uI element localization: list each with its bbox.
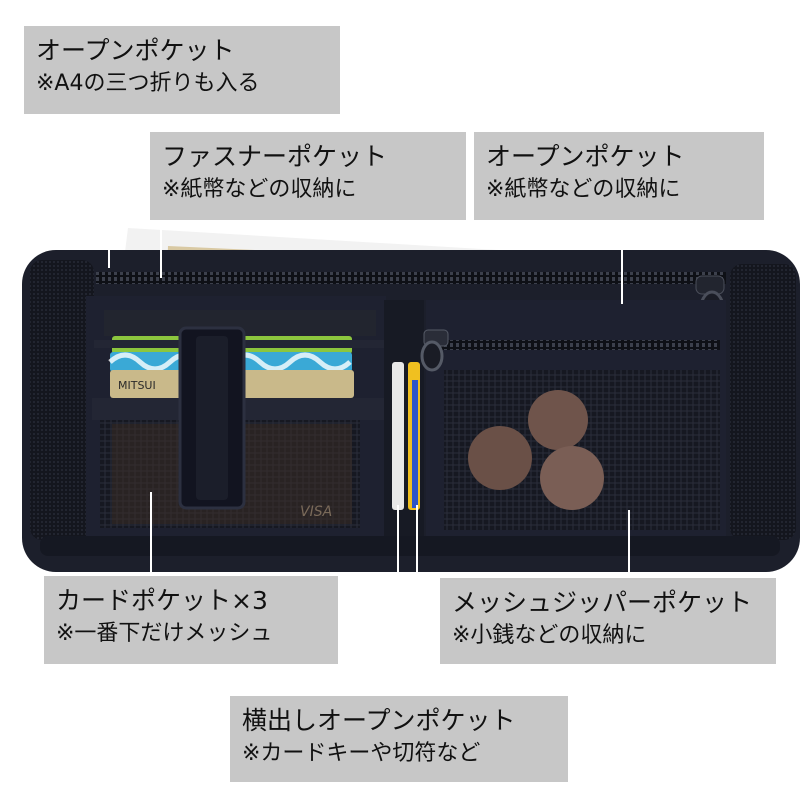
callout-note: ※A4の三つ折りも入る (36, 71, 260, 96)
callout-open-pocket-right: オープンポケット ※紙幣などの収納に (474, 132, 764, 220)
velcro-left (30, 260, 94, 540)
top-zipper (96, 272, 726, 284)
callout-zipper-pocket: ファスナーポケット ※紙幣などの収納に (150, 132, 466, 220)
callout-title: ファスナーポケット (162, 142, 388, 171)
callout-note: ※紙幣などの収納に (162, 177, 357, 202)
leader-line (628, 510, 630, 580)
leader-line (108, 112, 110, 268)
bottom-binding (40, 536, 780, 556)
callout-title: オープンポケット (486, 142, 685, 171)
leader-line (150, 492, 152, 576)
callout-title: 横出しオープンポケット (242, 706, 516, 735)
velcro-right (730, 264, 796, 540)
zipper-slider-icon (420, 329, 449, 372)
callout-note: ※小銭などの収納に (452, 623, 647, 648)
callout-title: オープンポケット (36, 36, 235, 65)
visa-logo-text: VISA (300, 504, 332, 520)
callout-note: ※カードキーや切符など (242, 741, 481, 766)
leader-line (160, 220, 162, 278)
callout-mesh-zipper-pocket: メッシュジッパーポケット ※小銭などの収納に (440, 578, 776, 664)
callout-card-pockets: カードポケット×3 ※一番下だけメッシュ (44, 576, 338, 664)
callout-side-open-pocket: 横出しオープンポケット ※カードキーや切符など (230, 696, 568, 782)
callout-title: カードポケット×3 (56, 586, 268, 615)
callout-open-pocket-back: オープンポケット ※A4の三つ折りも入る (24, 26, 340, 114)
leader-line (621, 220, 623, 304)
leader-line (397, 505, 399, 695)
coin-1 (468, 426, 532, 490)
callout-note: ※一番下だけメッシュ (56, 621, 273, 646)
leader-line (416, 505, 418, 695)
card-brand-text: MITSUI (118, 379, 156, 392)
coin-3 (540, 446, 604, 510)
coin-2 (528, 390, 588, 450)
side-card-white (392, 362, 404, 510)
callout-note: ※紙幣などの収納に (486, 177, 681, 202)
callout-title: メッシュジッパーポケット (452, 588, 753, 617)
mesh-zipper (440, 340, 720, 350)
